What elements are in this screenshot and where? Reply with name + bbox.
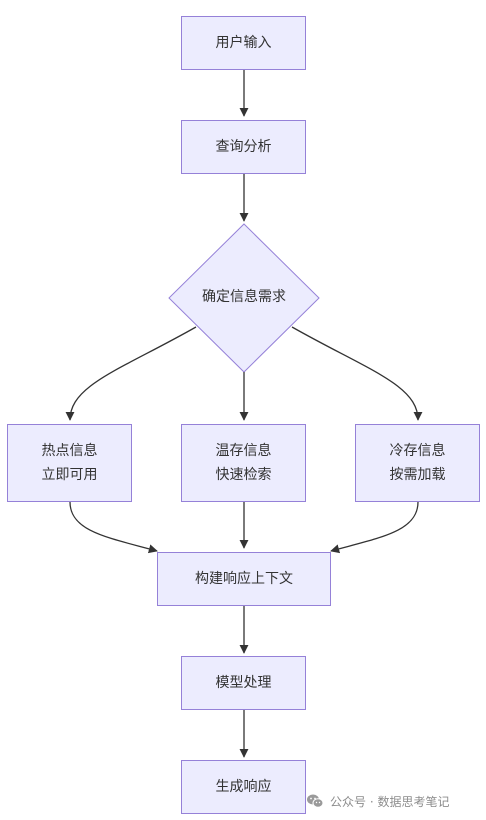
node-user-input-label: 用户输入	[215, 35, 272, 51]
watermark-text: 公众号 · 数据思考笔记	[330, 794, 450, 809]
edge-hot-context	[69, 501, 158, 554]
node-hot-info-line2: 立即可用	[41, 467, 98, 483]
node-model-processing-label: 模型处理	[215, 675, 272, 691]
node-hot-info: 热点信息 立即可用	[7, 424, 132, 502]
node-decision-label: 确定信息需求	[202, 289, 286, 305]
edge-decision-cold	[291, 326, 423, 421]
node-cold-info-line2: 按需加载	[389, 467, 446, 483]
watermark: 公众号 · 数据思考笔记	[306, 790, 449, 812]
node-warm-info-line2: 快速检索	[215, 467, 272, 483]
node-query-analysis-label: 查询分析	[215, 139, 272, 155]
edge-decision-hot	[65, 326, 197, 421]
node-build-context: 构建响应上下文	[157, 552, 331, 606]
wechat-icon	[306, 793, 324, 809]
node-generate-response: 生成响应	[181, 760, 306, 814]
node-user-input: 用户输入	[181, 16, 306, 70]
node-build-context-label: 构建响应上下文	[195, 571, 293, 587]
node-generate-response-label: 生成响应	[215, 779, 272, 795]
node-cold-info-line1: 冷存信息	[389, 443, 446, 459]
node-warm-info-line1: 温存信息	[215, 443, 272, 459]
node-hot-info-line1: 热点信息	[41, 443, 98, 459]
node-model-processing: 模型处理	[181, 656, 306, 710]
node-query-analysis: 查询分析	[181, 120, 306, 174]
edge-cold-context	[330, 501, 419, 554]
node-warm-info: 温存信息 快速检索	[181, 424, 306, 502]
node-cold-info: 冷存信息 按需加载	[355, 424, 480, 502]
